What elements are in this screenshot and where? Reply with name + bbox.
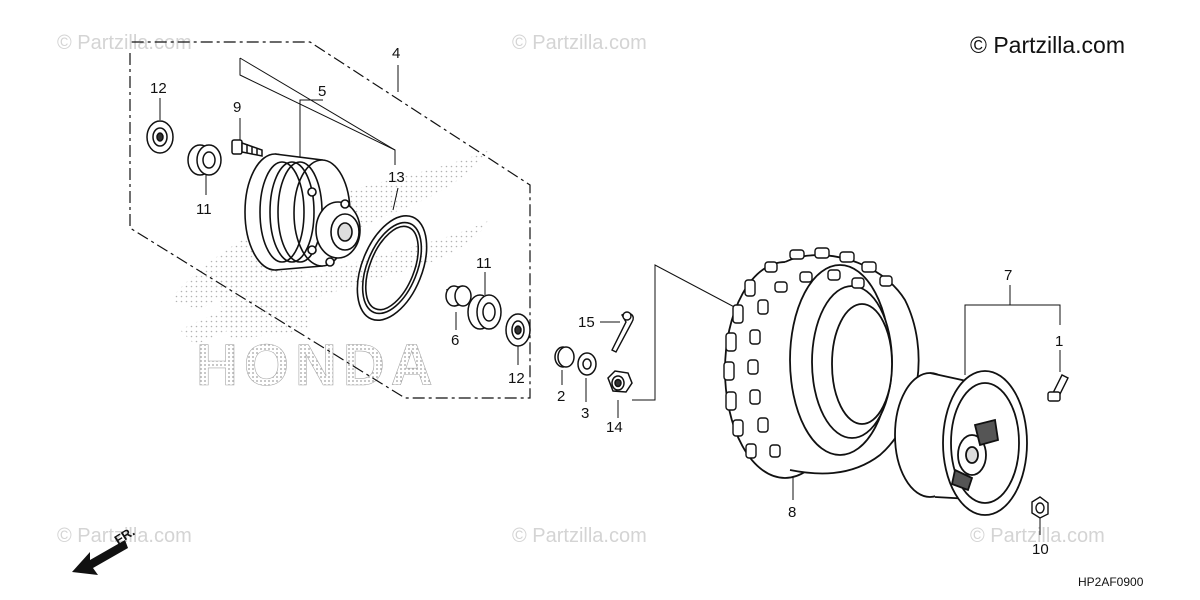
watermark-bottom-left: © Partzilla.com xyxy=(57,525,192,547)
leader-lines xyxy=(159,57,1061,535)
stud-bolt-9 xyxy=(231,139,263,157)
callout-3: 3 xyxy=(581,405,589,422)
callout-7: 7 xyxy=(1004,267,1012,284)
cotter-pin-15 xyxy=(611,311,634,353)
callout-5: 5 xyxy=(318,83,326,100)
wheel-nut-10 xyxy=(1031,496,1049,519)
callout-1: 1 xyxy=(1055,333,1063,350)
callout-8: 8 xyxy=(788,504,796,521)
callout-12-right: 12 xyxy=(508,370,525,387)
callout-2: 2 xyxy=(557,388,565,405)
callout-6: 6 xyxy=(451,332,459,349)
callout-14: 14 xyxy=(606,419,623,436)
callout-11-right: 11 xyxy=(476,255,492,272)
washer-3 xyxy=(577,352,597,376)
castle-nut-14 xyxy=(607,370,633,393)
bearing-11-right xyxy=(467,294,502,330)
callout-10: 10 xyxy=(1032,541,1049,558)
callout-11-left: 11 xyxy=(196,201,212,218)
watermark-top-center: © Partzilla.com xyxy=(512,32,647,54)
callout-15: 15 xyxy=(578,314,595,331)
callout-4: 4 xyxy=(392,45,400,62)
hub-drum-5 xyxy=(244,153,361,271)
bearing-12-outer xyxy=(146,120,174,154)
callout-9: 9 xyxy=(233,99,241,116)
watermark-bottom-center: © Partzilla.com xyxy=(512,525,647,547)
callout-12-top: 12 xyxy=(150,80,167,97)
bearing-11-left xyxy=(187,144,222,176)
seal-ring-13 xyxy=(356,214,428,322)
hub-assembly-bracket xyxy=(129,41,531,399)
front-direction-arrow: FR. xyxy=(72,524,137,575)
tire-8 xyxy=(723,247,920,479)
honda-brand-text: HONDA xyxy=(196,333,439,398)
watermark-bottom-right: © Partzilla.com xyxy=(970,525,1105,547)
callout-13: 13 xyxy=(388,169,405,186)
spacer-6 xyxy=(445,285,472,307)
front-direction-label: FR. xyxy=(112,524,138,548)
diagram-code: HP2AF0900 xyxy=(1078,575,1144,589)
watermark-top-left: © Partzilla.com xyxy=(57,32,192,54)
washer-2 xyxy=(554,346,575,368)
watermark-main: © Partzilla.com xyxy=(970,32,1125,58)
bearing-12-right xyxy=(505,313,531,347)
stud-bolt-1 xyxy=(1047,374,1069,402)
wheel-rim-7 xyxy=(894,370,1028,516)
